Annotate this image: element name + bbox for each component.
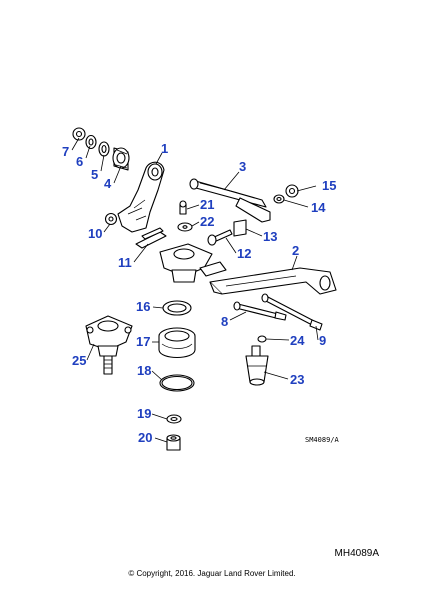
- part-19-washer: [166, 414, 182, 424]
- part-22-washer: [177, 222, 193, 232]
- callout-25: 25: [72, 353, 86, 368]
- callout-13: 13: [263, 229, 277, 244]
- part-1-lever: [117, 161, 165, 233]
- callout-9: 9: [319, 333, 326, 348]
- callout-5: 5: [91, 167, 98, 182]
- leader-lines: [71, 137, 319, 443]
- part-21-grease-nipple: [179, 200, 187, 215]
- part-23-bump-stop: [245, 345, 269, 386]
- part-16-seal: [162, 300, 192, 316]
- callout-11: 11: [118, 255, 132, 270]
- part-10-nut: [104, 212, 118, 226]
- callout-23: 23: [290, 372, 304, 387]
- part-4-bush: [112, 147, 130, 171]
- callout-21: 21: [200, 197, 214, 212]
- callout-16: 16: [136, 299, 150, 314]
- part-14-washer: [273, 194, 285, 204]
- callout-14: 14: [311, 200, 326, 215]
- part-13-tab: [233, 219, 247, 237]
- part-24-washer: [257, 335, 267, 343]
- callout-18: 18: [137, 363, 151, 378]
- copyright-notice: © Copyright, 2016. Jaguar Land Rover Lim…: [128, 569, 296, 578]
- part-upper-ball-joint: [159, 243, 227, 283]
- part-8-bolt: [233, 301, 287, 321]
- callout-24: 24: [290, 333, 305, 348]
- part-25-ball-joint: [85, 315, 133, 375]
- part-5-ring: [98, 141, 110, 157]
- part-20-nut: [166, 434, 181, 451]
- diagram-code: MH4089A: [334, 548, 379, 559]
- part-2-lower-arm: [209, 267, 337, 295]
- callout-8: 8: [221, 314, 228, 329]
- callout-1: 1: [161, 141, 168, 156]
- callout-20: 20: [138, 430, 152, 445]
- part-3-rod: [189, 178, 271, 223]
- callout-2: 2: [292, 243, 299, 258]
- drawing-reference: SM4089/A: [305, 436, 340, 444]
- part-9-long-bolt: [261, 293, 323, 331]
- callout-3: 3: [239, 159, 246, 174]
- callout-4: 4: [104, 176, 112, 191]
- callout-12: 12: [237, 246, 251, 261]
- callout-6: 6: [76, 154, 83, 169]
- callout-10: 10: [88, 226, 102, 241]
- part-17-boot: [158, 327, 196, 359]
- callout-7: 7: [62, 144, 69, 159]
- part-7-nut: [72, 127, 86, 141]
- part-12-bolt: [207, 229, 233, 246]
- part-11-plate: [135, 227, 167, 249]
- callout-15: 15: [322, 178, 336, 193]
- callout-17: 17: [136, 334, 150, 349]
- callout-19: 19: [137, 406, 151, 421]
- part-18-o-ring: [159, 374, 195, 392]
- callout-22: 22: [200, 214, 214, 229]
- part-15-nut: [285, 184, 299, 198]
- part-6-washer: [85, 134, 97, 150]
- callout-numbers: 1 2 3 4 5 6 7 8 9 10 11 12 13 14 15 16 1…: [62, 141, 336, 445]
